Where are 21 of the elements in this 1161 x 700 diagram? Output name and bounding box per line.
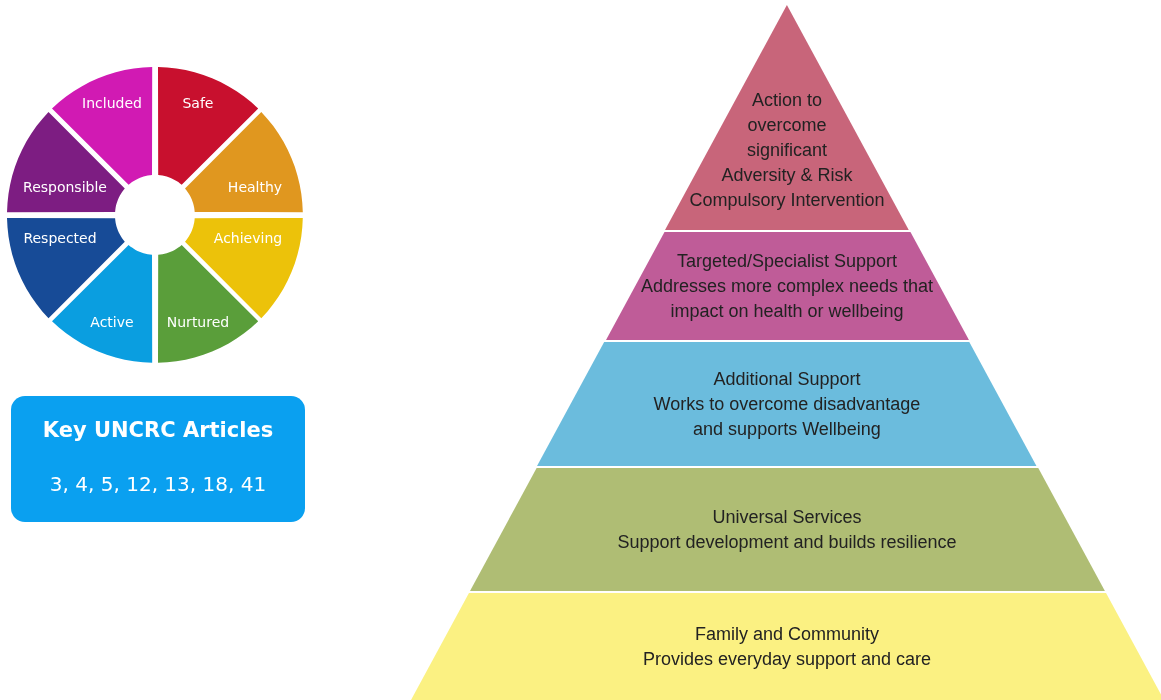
segment-label: Nurtured bbox=[166, 314, 230, 330]
article-numbers: 3, 4, 5, 12, 13, 18, 41 bbox=[48, 472, 268, 496]
tier-description: Support development and builds resilience bbox=[616, 530, 958, 554]
segment-label: Responsible bbox=[23, 179, 107, 195]
tier-description: Addresses more complex needs that impact on health or wellbeing bbox=[639, 274, 935, 323]
segment-label: Achieving bbox=[213, 230, 283, 246]
card-heading: Key UNCRC Articles bbox=[41, 418, 275, 442]
segment-label: Active bbox=[90, 314, 134, 330]
segment-label: Respected bbox=[23, 230, 97, 246]
tier-heading: Additional Support bbox=[712, 367, 862, 391]
tier-heading: Action to overcome significant Adversity & Risk bbox=[720, 89, 854, 187]
tier-description: Provides everyday support and care bbox=[641, 647, 933, 671]
segment-label: Healthy bbox=[227, 179, 283, 195]
segment-label: Included bbox=[82, 95, 142, 111]
tier-description: Works to overcome disadvantage and supports Wellbeing bbox=[652, 392, 922, 441]
tier-heading: Family and Community bbox=[693, 622, 881, 646]
segment-label: Safe bbox=[182, 95, 214, 111]
tier-heading: Universal Services bbox=[711, 505, 863, 529]
tier-description: Compulsory Intervention bbox=[688, 189, 886, 212]
info-card bbox=[11, 396, 305, 522]
tier-heading: Targeted/Specialist Support bbox=[675, 249, 899, 273]
